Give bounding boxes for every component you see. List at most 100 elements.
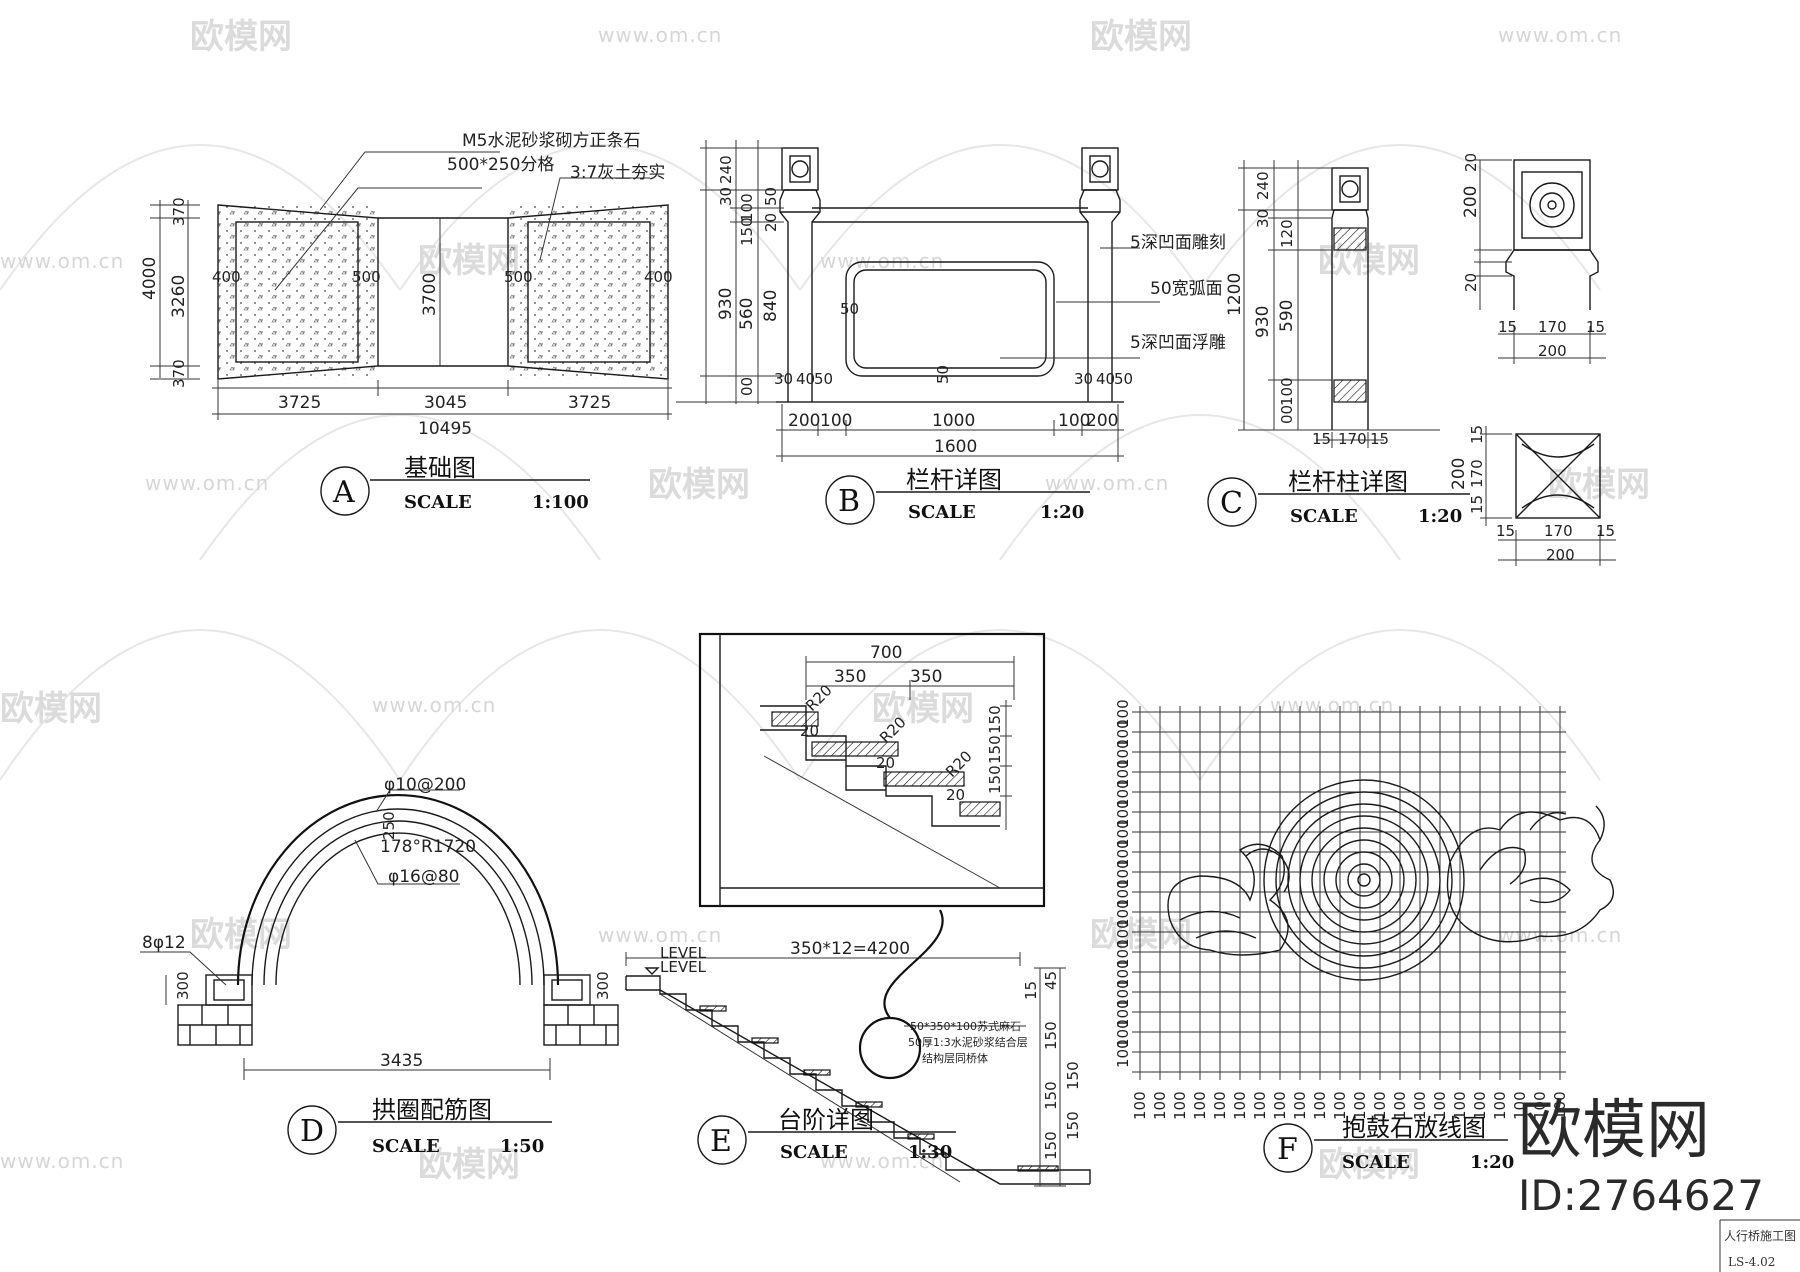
dim-b-30-l: 30: [774, 370, 793, 388]
dim-a-bot: 370: [170, 359, 188, 388]
note-e-1: 50*350*100苏式麻石: [910, 1019, 1021, 1033]
dim-b-50: 50: [762, 187, 780, 206]
grid-label-bottom: 100: [1371, 1091, 1389, 1120]
dim-b-50-panel: 50: [840, 300, 859, 318]
scale-e: 1:30: [908, 1142, 952, 1163]
watermark-brand: 欧模网: [418, 241, 520, 281]
dim-a-overall-h: 4000: [140, 257, 160, 300]
watermark-url: www.om.cn: [598, 923, 722, 947]
rise-e-1: 150: [1042, 1021, 1060, 1050]
dim-d-base-r: 300: [594, 971, 612, 1000]
dim-c-plan-15-t: 15: [1468, 425, 1486, 444]
note-b-2: 50宽弧面: [1150, 279, 1223, 299]
title-e: 台阶详图: [778, 1106, 874, 1134]
note-e-2: 50厚1:3水泥砂浆结合层: [908, 1035, 1028, 1049]
grid-label-bottom: 100: [1311, 1091, 1329, 1120]
rise-e-45: 45: [1042, 971, 1060, 990]
scale-label-f: SCALE: [1342, 1152, 1410, 1173]
dim-c-plan-15-l: 15: [1496, 522, 1515, 540]
grid-label-bottom: 100: [1471, 1091, 1489, 1120]
note-a-2: 500*250分格: [447, 155, 554, 175]
detail-e-w350-l: 350: [834, 667, 866, 687]
drawing-a-foundation: M5水泥砂浆砌方正条石 500*250分格 3:7灰土夯实 4000 370 3…: [140, 131, 673, 516]
dim-c-plan-200-h: 200: [1546, 546, 1575, 564]
dim-b-50-l: 50: [814, 370, 833, 388]
dim-a-total-w: 10495: [418, 419, 472, 439]
dim-a-w400-left: 400: [212, 268, 241, 286]
grid-label-bottom: 100: [1131, 1091, 1149, 1120]
grid-label-bottom: 100: [1551, 1091, 1569, 1120]
grid-label-bottom: 100: [1431, 1091, 1449, 1120]
grid-label-bottom: 100: [1231, 1091, 1249, 1120]
grid-label-left: 100: [1114, 879, 1132, 908]
watermark-brand: 欧模网: [1548, 465, 1650, 505]
dim-c-1200: 1200: [1225, 273, 1245, 316]
watermark-brand: 欧模网: [1318, 241, 1420, 281]
dim-c-cap-15-r: 15: [1586, 318, 1605, 336]
grid-label-bottom: 100: [1291, 1091, 1309, 1120]
detail-letter-e: E: [710, 1124, 732, 1159]
dim-b-50-bottom: 50: [934, 365, 952, 384]
dim-b-00: 00: [738, 377, 756, 396]
scale-label-a: SCALE: [404, 492, 472, 513]
dim-c-plan-170: 170: [1468, 459, 1486, 488]
dim-c-cap-200: 200: [1538, 342, 1567, 360]
watermark-brand: 欧模网: [1090, 17, 1192, 57]
dim-c-plan-15-b: 15: [1468, 495, 1486, 514]
grid-labels-left: 1001001001001001001001001001001001001001…: [1114, 699, 1132, 1068]
grid-label-left: 100: [1114, 939, 1132, 968]
detail-letter-c: C: [1220, 486, 1243, 521]
grid-label-bottom: 100: [1391, 1091, 1409, 1120]
dim-b-240: 240: [717, 155, 735, 184]
dim-c-h20: 20: [1462, 153, 1480, 172]
watermark-url: www.om.cn: [1270, 693, 1394, 717]
watermark-url: www.om.cn: [372, 693, 496, 717]
detail-e-h150-3: 150: [986, 765, 1004, 794]
note-e-3: 结构层同桥体: [922, 1051, 988, 1065]
watermark-url: www.om.cn: [0, 1149, 124, 1173]
scale-f: 1:20: [1470, 1152, 1514, 1173]
brand-mark: 欧模网: [1518, 1094, 1710, 1168]
detail-letter-d: D: [300, 1114, 324, 1149]
dim-b-20: 20: [762, 213, 780, 232]
scale-label-e: SCALE: [780, 1142, 848, 1163]
title-f: 抱鼓石放线图: [1342, 1114, 1486, 1142]
dim-b-w200-l: 200: [788, 411, 820, 431]
grid-label-left: 100: [1114, 739, 1132, 768]
watermark-url: www.om.cn: [1498, 23, 1622, 47]
grid-label-bottom: 100: [1331, 1091, 1349, 1120]
drawing-b-railing: 5深凹面雕刻 50宽弧面 5深凹面浮雕 30 240 930 150 100 5…: [676, 140, 1226, 525]
note-a-1: M5水泥砂浆砌方正条石: [462, 131, 640, 151]
detail-e-w350-r: 350: [910, 667, 942, 687]
detail-letter-f: F: [1277, 1132, 1298, 1167]
watermark-url: www.om.cn: [820, 1149, 944, 1173]
dim-c-cap-170: 170: [1538, 318, 1567, 336]
dim-b-100: 100: [738, 193, 756, 222]
grid-label-left: 100: [1114, 799, 1132, 828]
grid-label-bottom: 100: [1491, 1091, 1509, 1120]
dim-b-30-r: 30: [1074, 370, 1093, 388]
dim-c-120: 120: [1278, 219, 1296, 248]
grid-label-left: 100: [1114, 859, 1132, 888]
detail-e-h150-1: 150: [986, 705, 1004, 734]
title-c: 栏杆柱详图: [1288, 468, 1408, 496]
drawing-f-drumstone: 1001001001001001001001001001001001001001…: [1114, 699, 1614, 1173]
dim-b-840: 840: [761, 290, 781, 322]
watermark-url: www.om.cn: [0, 249, 124, 273]
grid-label-bottom: 100: [1351, 1091, 1369, 1120]
dim-a-mid-w: 3045: [424, 393, 467, 413]
title-d: 拱圈配筋图: [372, 1096, 492, 1124]
watermark-brand: 欧模网: [872, 689, 974, 729]
drawing-d-arch: 300 300 φ10@200 178°R1720 φ16@80 250 8φ1…: [140, 775, 619, 1157]
grid-label-left: 100: [1114, 1019, 1132, 1048]
setout-grid: [1132, 706, 1566, 1080]
title-block: 人行桥施工图 LS-4.02: [1719, 1219, 1800, 1272]
watermark-brand: 欧模网: [1318, 1145, 1420, 1185]
rise-e-2: 150: [1042, 1081, 1060, 1110]
title-b: 栏杆详图: [906, 466, 1002, 494]
rise-e-small: 15: [1022, 981, 1040, 1000]
dim-c-100: 100: [1278, 377, 1296, 406]
dim-c-240: 240: [1254, 171, 1272, 200]
watermark-url: www.om.cn: [1045, 471, 1169, 495]
